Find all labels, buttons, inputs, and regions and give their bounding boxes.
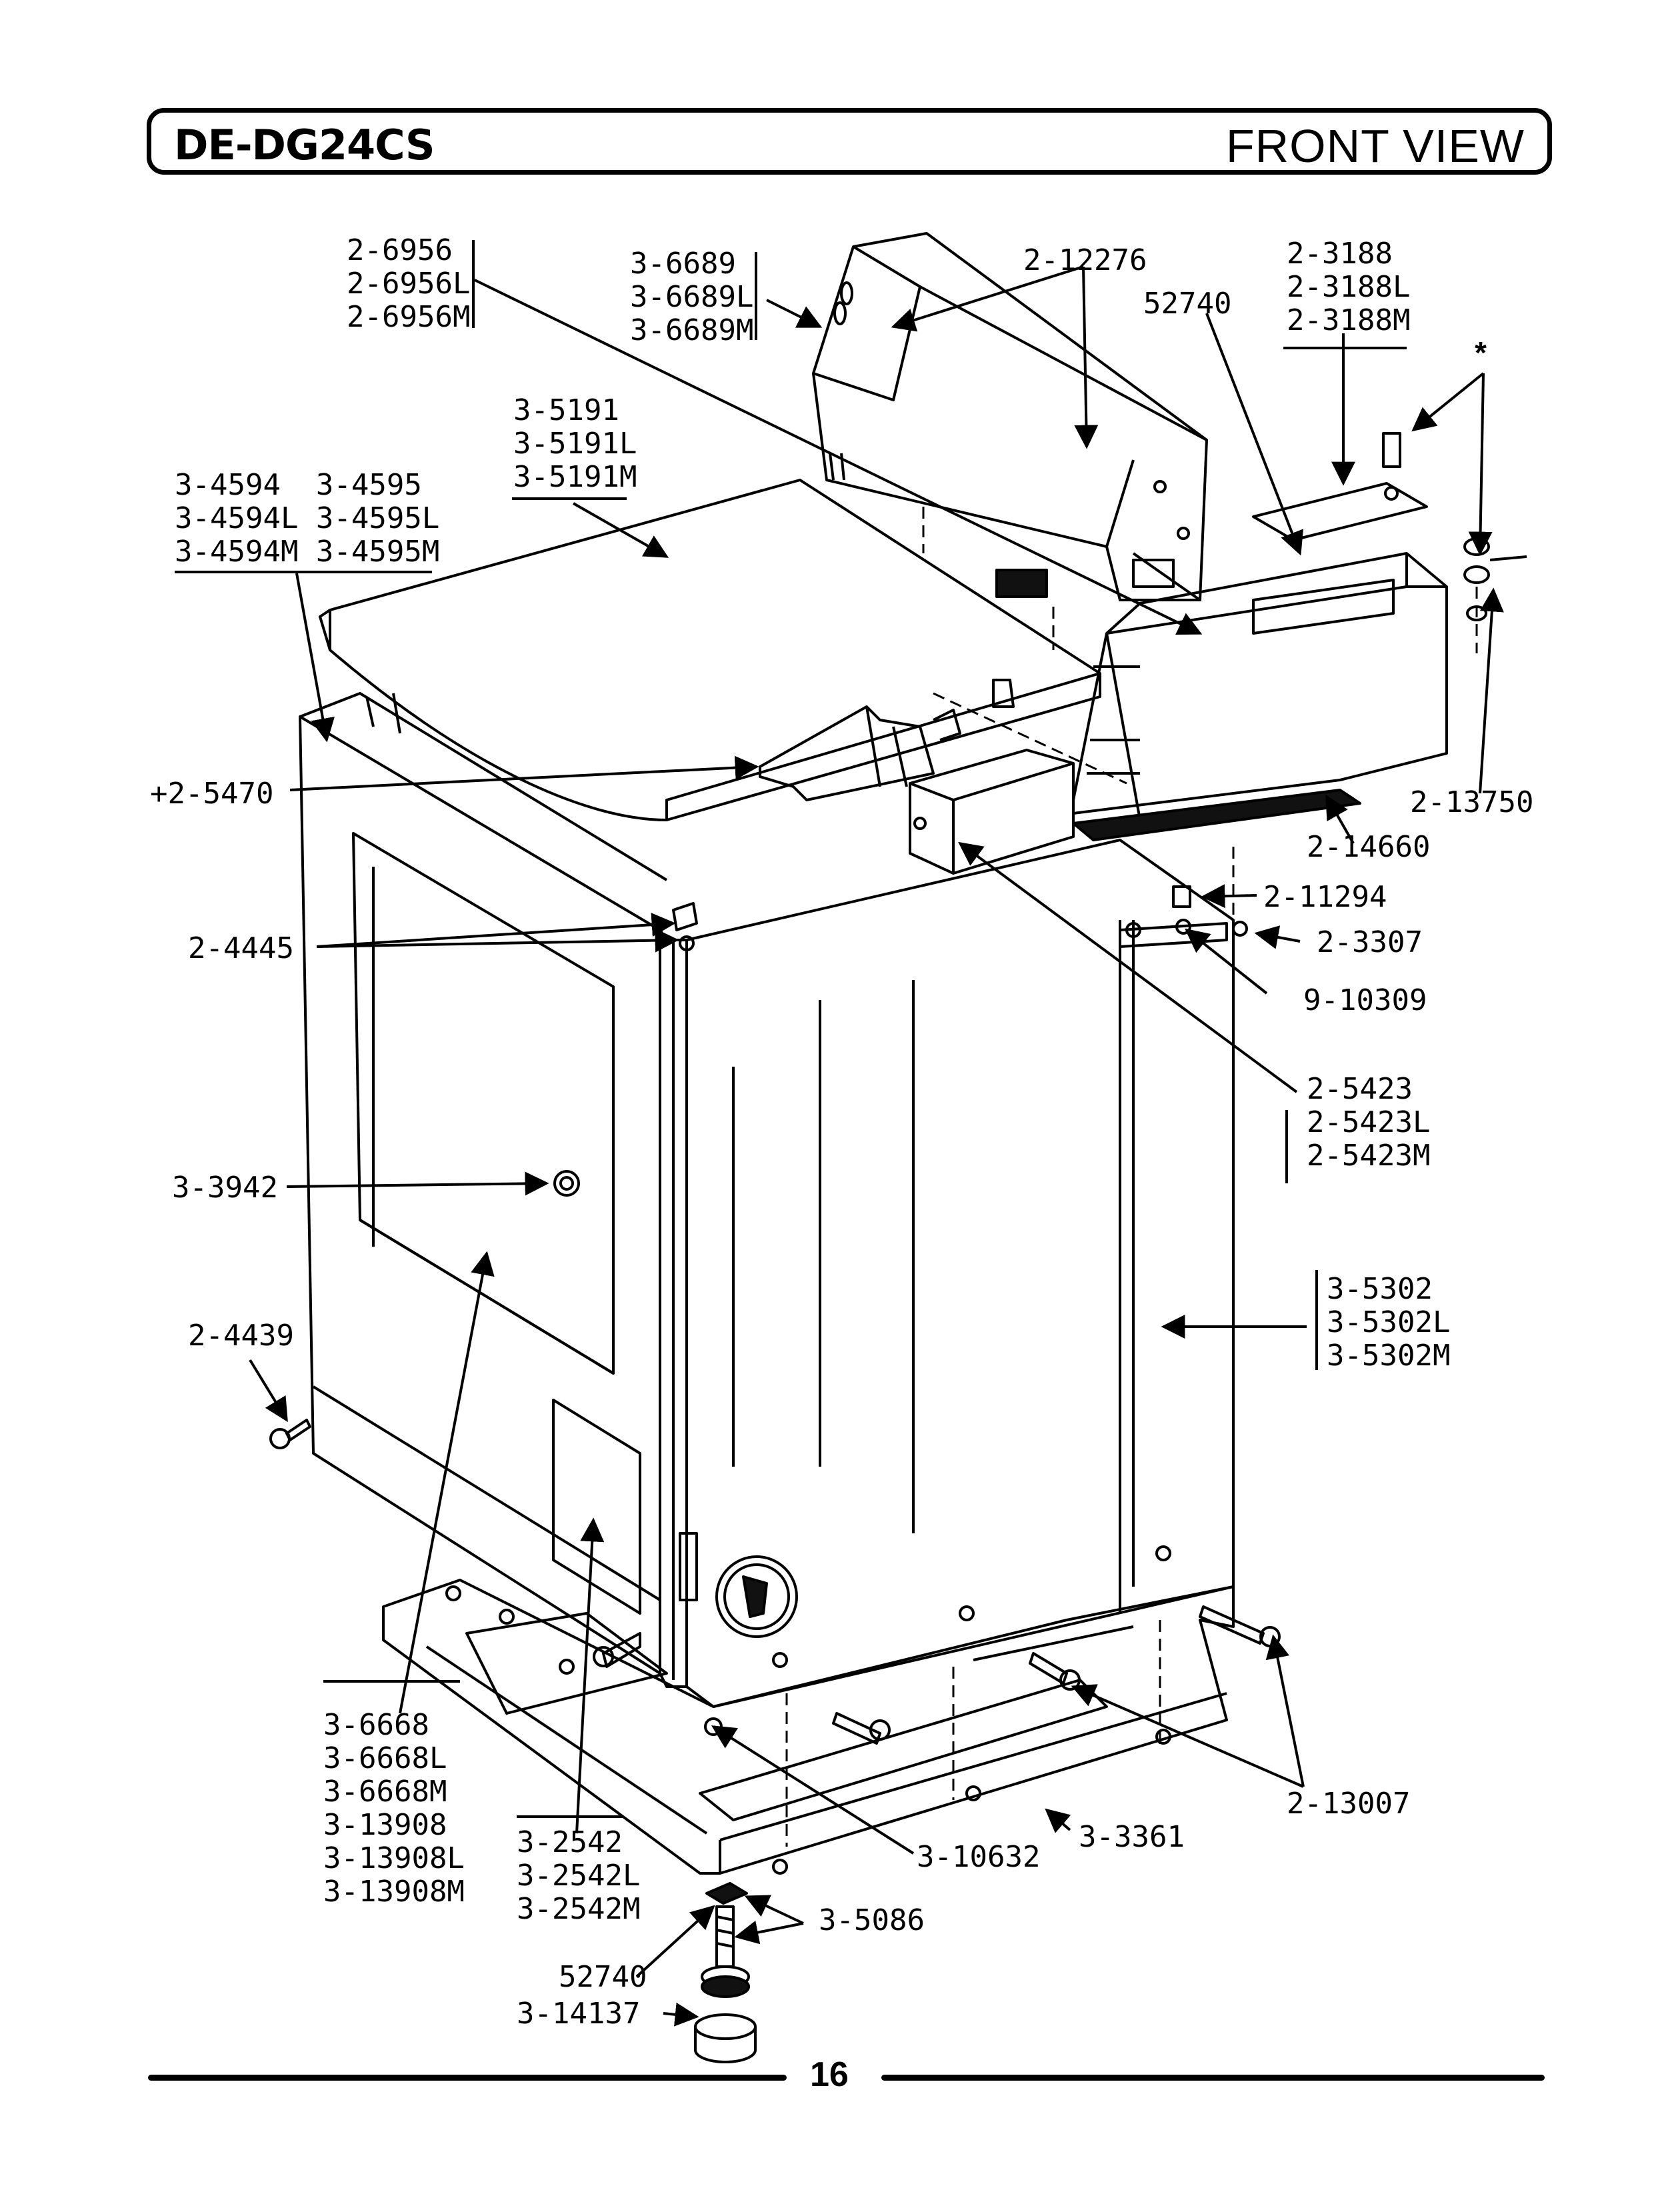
part-labels: 2-6956 2-6956L 2-6956M 3-6689 3-6689L 3-… (150, 233, 1533, 2031)
label-3-10632: 3-10632 (917, 1840, 1040, 1874)
label-2-4439: 2-4439 (188, 1319, 294, 1353)
label-3-4594L: 3-4594L 3-4595L (175, 501, 439, 535)
label-3-3942: 3-3942 (172, 1171, 278, 1205)
label-2-5423M: 2-5423M (1307, 1139, 1430, 1173)
label-2-14660: 2-14660 (1307, 830, 1430, 864)
label-3-6668L: 3-6668L (323, 1741, 447, 1775)
label-3-5302: 3-5302 (1327, 1272, 1433, 1306)
label-3-4594M: 3-4594M 3-4595M (175, 535, 439, 569)
mounting-screws (269, 1419, 1281, 1745)
label-2-6956: 2-6956 (347, 233, 453, 267)
door (352, 832, 615, 1375)
base (382, 1579, 1235, 1875)
dryer-line-art (269, 232, 1527, 2063)
label-3-5086: 3-5086 (819, 1903, 925, 1937)
label-brackets (175, 240, 1407, 1818)
label-3-3361: 3-3361 (1079, 1820, 1185, 1854)
label-2-4445: 2-4445 (188, 931, 294, 965)
label-2-13007: 2-13007 (1287, 1787, 1410, 1821)
header-box: DE-DG24CS FRONT VIEW (147, 108, 1552, 175)
label-3-4594: 3-4594 3-4595 (175, 468, 422, 502)
label-3-5302L: 3-5302L (1327, 1305, 1450, 1339)
label-2-3188M: 2-3188M (1287, 303, 1410, 337)
label-2-6956L: 2-6956L (347, 267, 470, 301)
label-2-11294: 2-11294 (1263, 880, 1387, 914)
label-2-12276: 2-12276 (1023, 243, 1147, 277)
label-star: * (1475, 335, 1487, 370)
cabinet-right-side (685, 839, 1235, 1708)
label-2-5423: 2-5423 (1307, 1072, 1413, 1106)
vent-grille (995, 569, 1048, 598)
label-52740-bottom: 52740 (559, 1960, 647, 1994)
label-2-5470: +2-5470 (150, 777, 273, 811)
label-3-2542: 3-2542 (517, 1825, 623, 1859)
label-3-5191L: 3-5191L (513, 427, 637, 461)
label-2-13750: 2-13750 (1410, 785, 1533, 819)
label-2-3307: 2-3307 (1317, 925, 1423, 959)
footer-rule-left (148, 2075, 787, 2081)
label-3-6668M: 3-6668M (323, 1775, 447, 1809)
footer-rule-right (881, 2075, 1545, 2081)
label-9-10309: 9-10309 (1303, 983, 1427, 1017)
label-3-13908M: 3-13908M (323, 1875, 465, 1909)
top-panel (329, 479, 1101, 821)
label-2-5423L: 2-5423L (1307, 1105, 1430, 1139)
label-3-6689L: 3-6689L (630, 280, 753, 314)
label-3-6689M: 3-6689M (630, 313, 753, 347)
label-3-14137: 3-14137 (517, 1997, 640, 2031)
lint-duct (909, 749, 1075, 875)
leader-lines (249, 265, 1504, 2027)
lint-screen (759, 705, 935, 801)
label-2-3188L: 2-3188L (1287, 270, 1410, 304)
label-2-3188: 2-3188 (1287, 237, 1393, 271)
leveling-leg (694, 1882, 757, 2063)
page-number: 16 (810, 2055, 849, 2094)
label-3-5191M: 3-5191M (513, 460, 637, 494)
label-3-13908: 3-13908 (323, 1808, 447, 1842)
label-52740-top: 52740 (1143, 287, 1231, 321)
model-number: DE-DG24CS (174, 121, 435, 169)
label-2-6956M: 2-6956M (347, 300, 470, 334)
label-3-2542M: 3-2542M (517, 1892, 640, 1926)
label-3-6689: 3-6689 (630, 247, 736, 281)
view-title: FRONT VIEW (1225, 120, 1525, 172)
label-3-6668: 3-6668 (323, 1708, 429, 1742)
label-3-5191: 3-5191 (513, 393, 619, 427)
label-3-13908L: 3-13908L (323, 1841, 465, 1875)
label-3-5302M: 3-5302M (1327, 1339, 1450, 1373)
label-3-2542L: 3-2542L (517, 1859, 640, 1893)
